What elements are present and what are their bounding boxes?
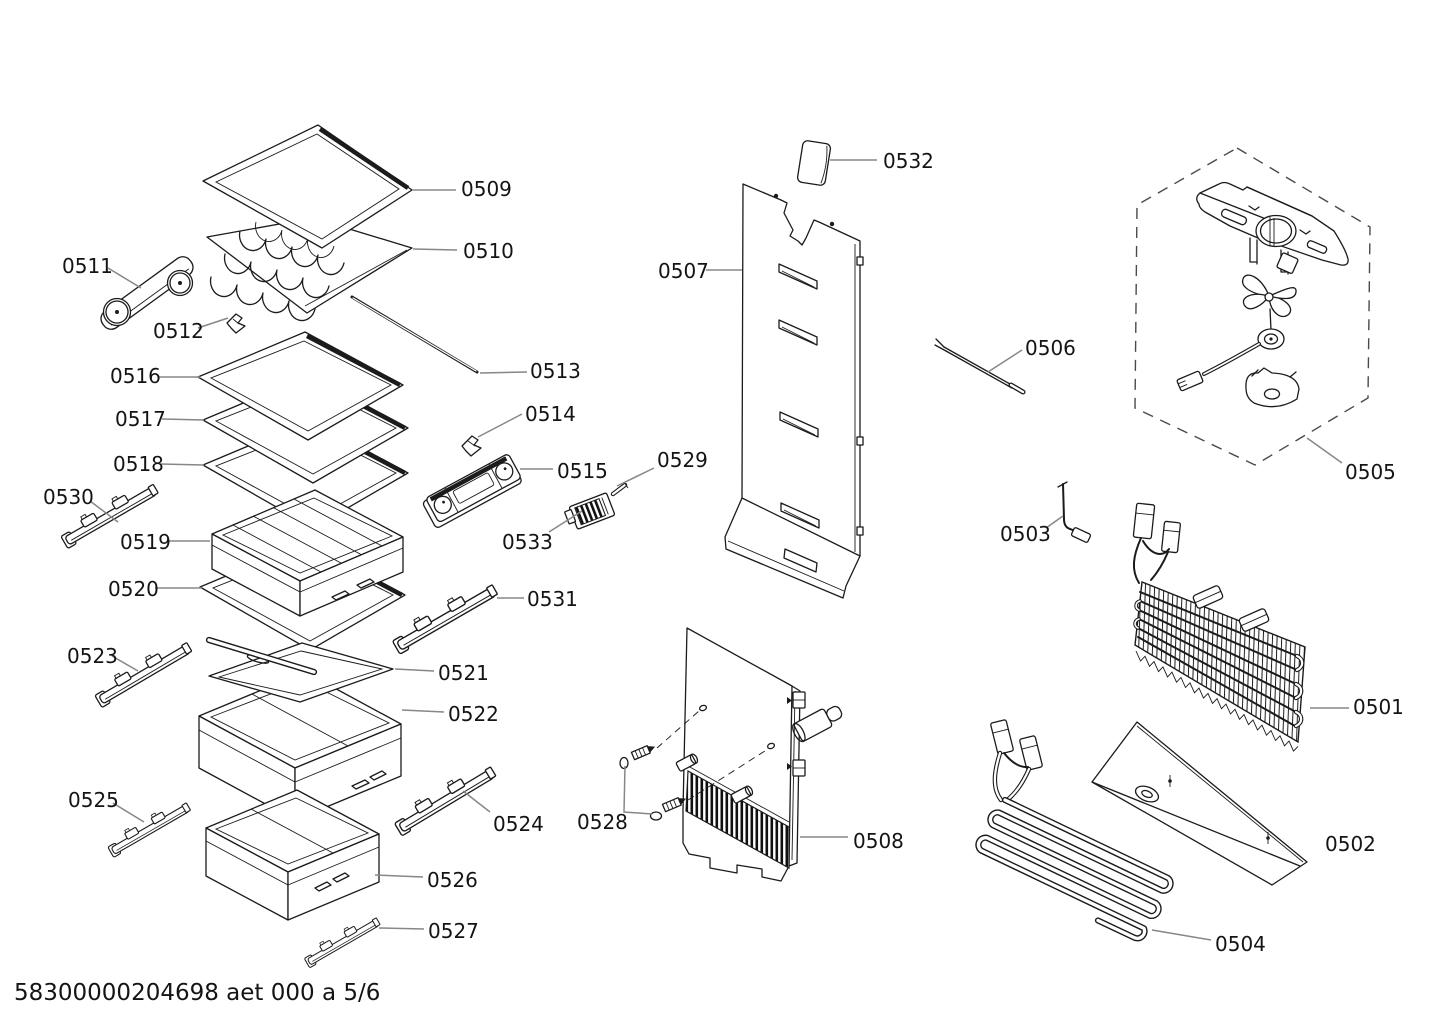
leader-0513	[479, 371, 528, 374]
part-0506-sensor-tube	[934, 338, 1026, 395]
footer-document-code: 58300000204698 aet 000 a 5/6	[14, 980, 380, 1006]
part-0512-fixing-clip	[226, 313, 246, 334]
fan-assembly-boundary	[1134, 147, 1371, 466]
label-0511-shelf-holder: 0511	[62, 254, 113, 278]
part-0515-trim-panel	[422, 454, 522, 528]
label-0526-drawer: 0526	[427, 868, 478, 892]
label-0518-glass-shelf: 0518	[113, 452, 164, 476]
leader-0503	[1045, 515, 1064, 529]
label-0504-defrost-heater: 0504	[1215, 932, 1266, 956]
label-0517-glass-shelf: 0517	[115, 407, 166, 431]
label-0516-glass-shelf: 0516	[110, 364, 161, 388]
label-0514-fixing-clip: 0514	[525, 402, 576, 426]
leader-0504	[1151, 929, 1212, 941]
part-0514-fixing-clip	[461, 435, 482, 457]
part-0513-trim-strip	[350, 295, 479, 374]
label-0532-cover-cap: 0532	[883, 149, 934, 173]
part-0502-evaporation-tray	[1091, 721, 1308, 886]
part-0503-temperature-sensor	[1057, 481, 1092, 543]
label-0519-drawer: 0519	[120, 530, 171, 554]
label-0522-drawer: 0522	[448, 702, 499, 726]
leader-0528	[623, 765, 653, 815]
label-0509-glass-shelf: 0509	[461, 177, 512, 201]
label-0527-slide-rail: 0527	[428, 919, 479, 943]
part-0526-drawer	[205, 789, 380, 921]
leader-0526	[374, 874, 424, 878]
leader-0510	[412, 248, 458, 251]
part-0532-cover-cap	[796, 140, 832, 186]
part-0522-drawer	[198, 671, 402, 821]
label-0513-trim-strip: 0513	[530, 359, 581, 383]
label-0529-pin: 0529	[657, 448, 708, 472]
label-0525-slide-rail: 0525	[68, 788, 119, 812]
label-0503-temperature-sensor: 0503	[1000, 522, 1051, 546]
leader-0505	[1306, 437, 1343, 464]
leader-0506	[987, 349, 1023, 373]
label-0528-screw-set: 0528	[577, 810, 628, 834]
part-0511-shelf-holder	[100, 256, 194, 330]
part-0509-glass-shelf	[202, 124, 413, 249]
label-0523-slide-rail: 0523	[67, 644, 118, 668]
leader-0527	[378, 927, 425, 930]
leader-0512	[197, 317, 229, 329]
part-0516-glass-shelf	[197, 331, 404, 441]
part-0528-screw-set	[619, 710, 769, 821]
label-0506-sensor-tube: 0506	[1025, 336, 1076, 360]
label-0505-fan-assembly: 0505	[1345, 460, 1396, 484]
label-0520-glass-shelf: 0520	[108, 577, 159, 601]
part-0507-air-duct-panel	[724, 183, 864, 599]
label-0512-fixing-clip: 0512	[153, 319, 204, 343]
leader-0523	[111, 655, 139, 672]
label-0533-switch-module: 0533	[502, 530, 553, 554]
label-0521-shelf-frame: 0521	[438, 661, 489, 685]
leader-0517	[161, 418, 205, 421]
part-0510-bottle-rack	[206, 217, 413, 322]
label-0524-slide-rail: 0524	[493, 812, 544, 836]
label-0507-air-duct-panel: 0507	[658, 259, 709, 283]
part-0501-evaporator	[1132, 502, 1306, 752]
part-0521-shelf-frame	[205, 636, 394, 703]
part-0505-fan-assembly	[1134, 147, 1371, 466]
part-0504-defrost-heater	[975, 719, 1174, 942]
leader-0521	[394, 668, 435, 672]
label-0510-bottle-rack: 0510	[463, 239, 514, 263]
callout-labels-layer: 0501 0502 0503 0504 0505 0506 0507 0508 0509 0510…	[43, 149, 1404, 956]
label-0531-slide-rail: 0531	[527, 587, 578, 611]
leader-0533	[548, 510, 583, 533]
leader-0522	[401, 709, 445, 713]
label-0530-slide-rail: 0530	[43, 485, 94, 509]
leader-0529	[616, 467, 655, 487]
leader-0511	[107, 267, 142, 289]
leader-0518	[159, 463, 205, 466]
part-0533-switch-module	[564, 492, 616, 530]
label-0501-evaporator: 0501	[1353, 695, 1404, 719]
part-0519-drawer	[211, 489, 404, 617]
label-0515-trim-panel: 0515	[557, 459, 608, 483]
leader-0524	[462, 790, 491, 813]
part-0508-evaporator-cover	[675, 627, 843, 882]
leader-0514	[477, 413, 523, 438]
leader-0530	[89, 500, 119, 523]
label-0502-evaporation-tray: 0502	[1325, 832, 1376, 856]
leader-0525	[112, 802, 145, 823]
label-0508-evaporator-cover: 0508	[853, 829, 904, 853]
